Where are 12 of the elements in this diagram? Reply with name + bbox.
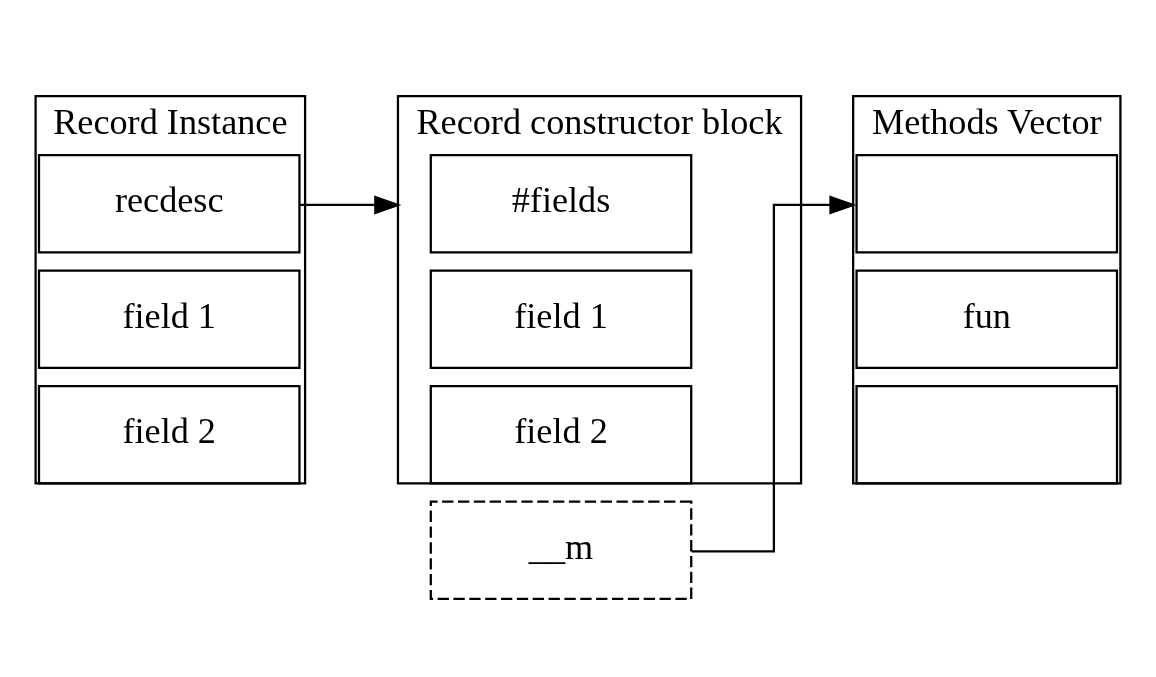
node-box: [855, 384, 1119, 485]
node-box: field 1: [429, 269, 693, 370]
arrow: [299, 195, 402, 215]
arrow: [691, 195, 857, 553]
node-box: fun: [855, 269, 1119, 370]
node-box: [855, 153, 1119, 254]
node-box: field 2: [37, 384, 301, 485]
node-box: __m: [429, 500, 693, 601]
node-box: field 2: [429, 384, 693, 485]
node-box: recdesc: [37, 153, 301, 254]
node-box: #fields: [429, 153, 693, 254]
node-box: field 1: [37, 269, 301, 370]
